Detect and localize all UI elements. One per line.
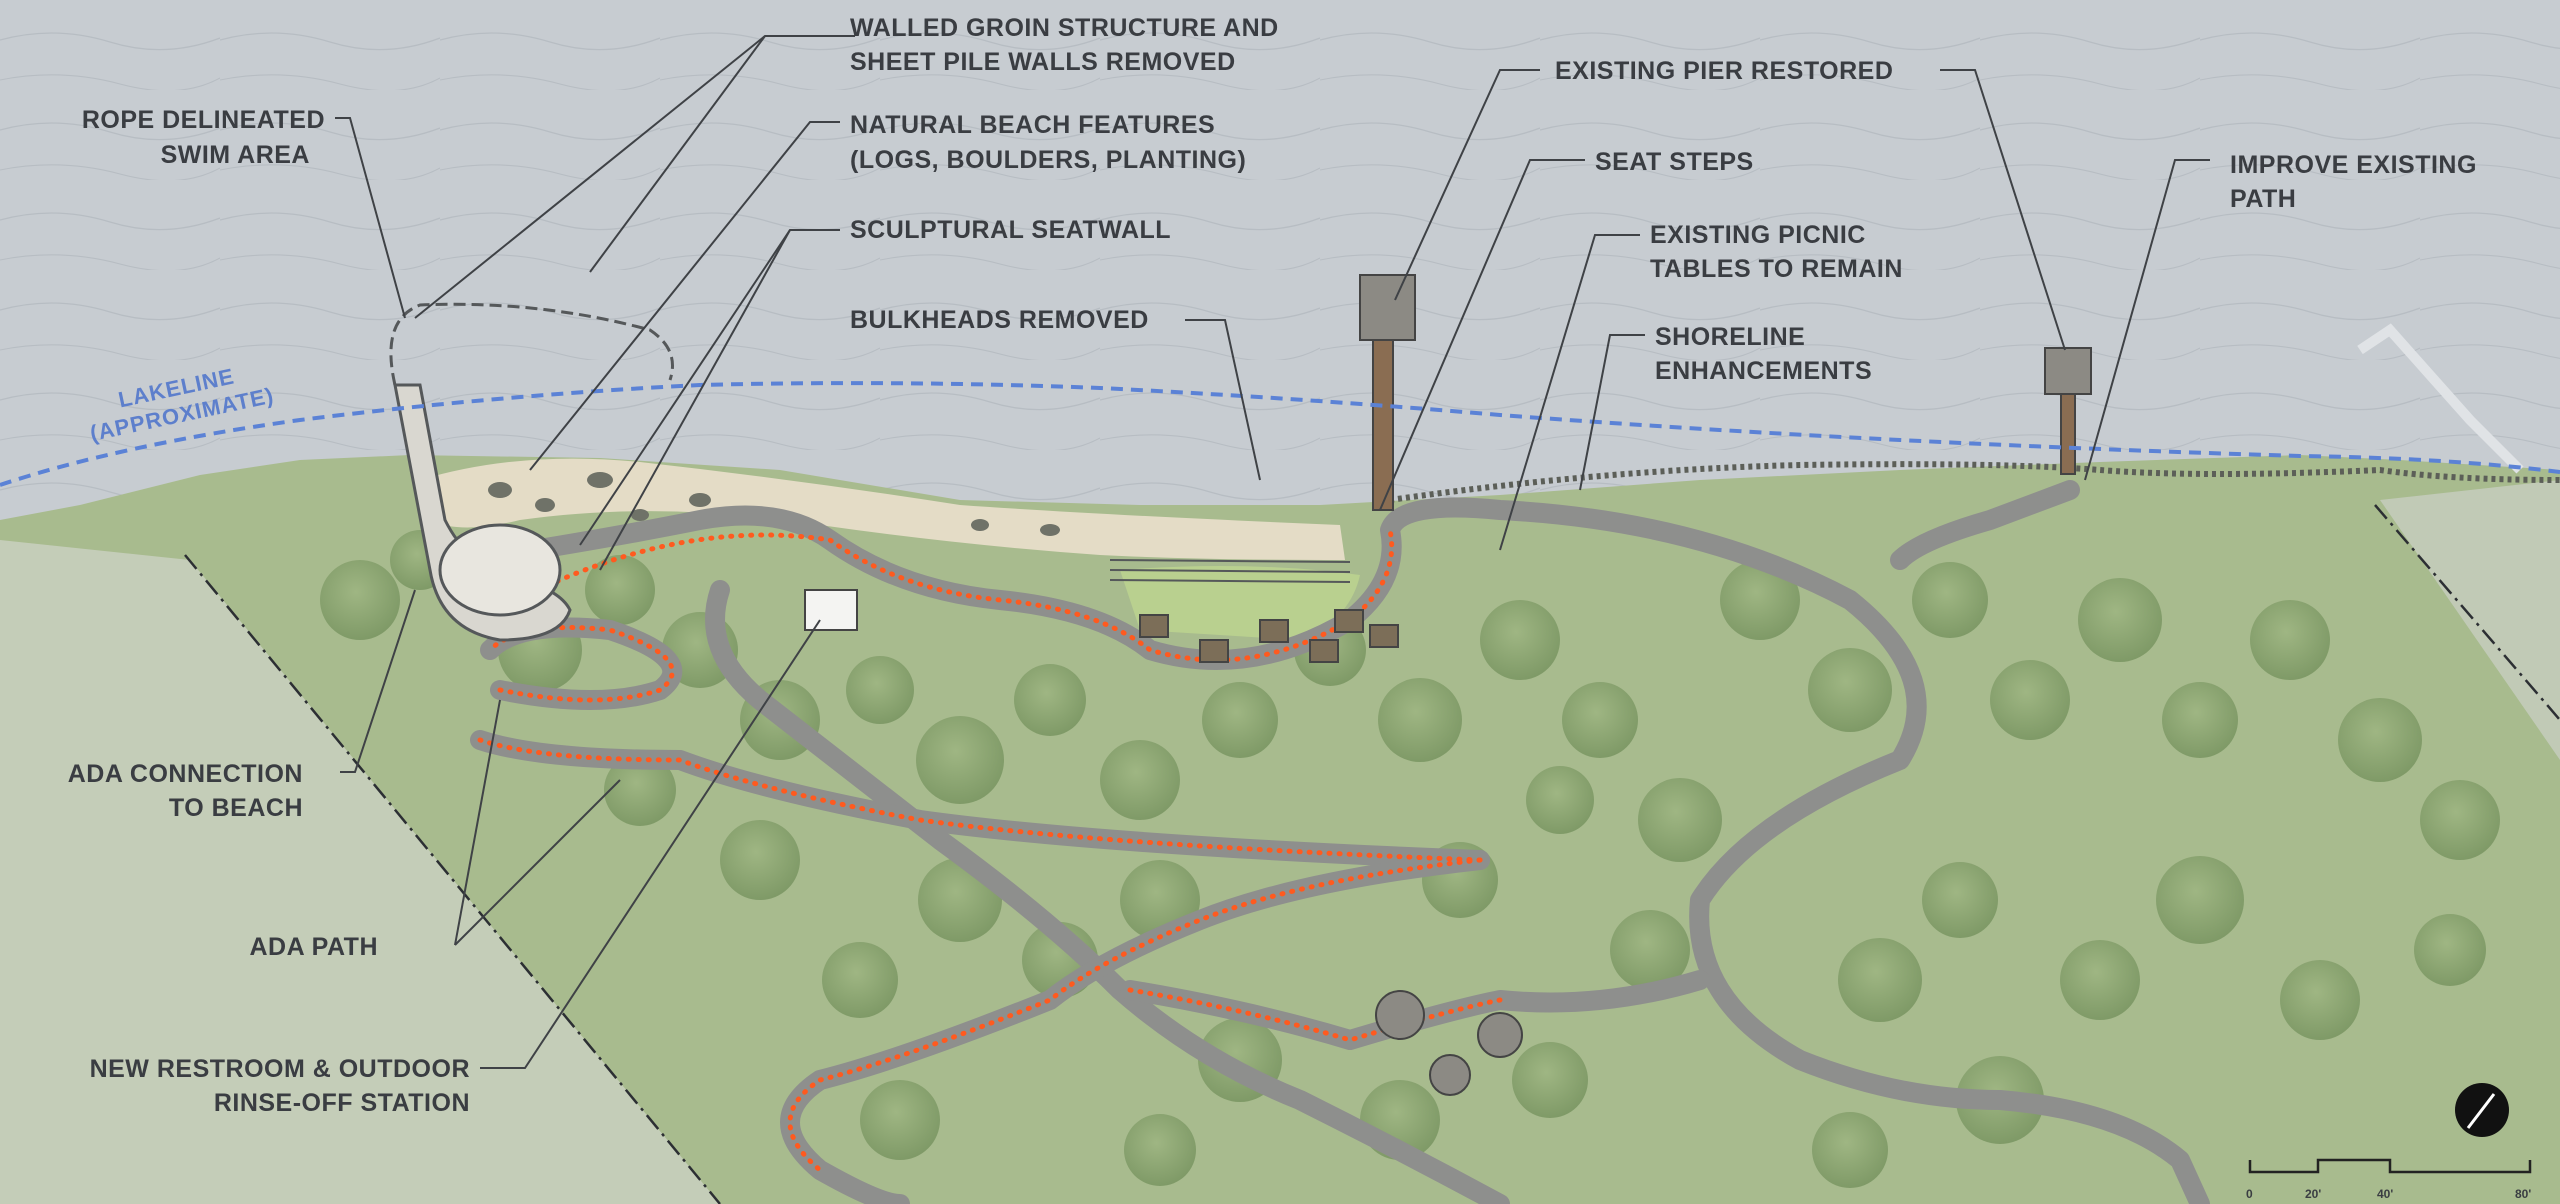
picnic-circles	[1375, 990, 1523, 1096]
callout-shoreline: SHORELINE ENHANCEMENTS	[1655, 323, 1872, 385]
callout-picnic-tables-line-1: EXISTING PICNIC	[1650, 221, 1866, 249]
callout-seat-steps-line-1: SEAT STEPS	[1595, 148, 1754, 176]
callout-sculptural-seatwall: SCULPTURAL SEATWALL	[850, 216, 1171, 244]
callout-shoreline-line-1: SHORELINE	[1655, 323, 1805, 351]
property-line-right	[2374, 504, 2560, 721]
restroom-building	[804, 589, 858, 631]
callout-restroom-line-1: NEW RESTROOM & OUTDOOR	[90, 1055, 470, 1083]
beach-area	[420, 458, 1345, 560]
scale-label-0: 0	[2246, 1187, 2253, 1201]
callout-improve-path-line-2: PATH	[2230, 185, 2296, 213]
neighbor-dock	[2357, 323, 2524, 474]
neighbor-lots-right	[2380, 480, 2560, 760]
seat-steps	[1109, 559, 1351, 583]
callout-ada-connection-line-1: ADA CONNECTION	[68, 760, 303, 788]
callout-natural-beach-line-2: (LOGS, BOULDERS, PLANTING)	[850, 146, 1246, 174]
lake-contours	[0, 0, 2560, 520]
scale-label-20: 20'	[2305, 1187, 2321, 1201]
callout-ada-path-line-1: ADA PATH	[249, 933, 378, 961]
callout-walled-groin-line-2: SHEET PILE WALLS REMOVED	[850, 48, 1236, 76]
sculptural-seatwall	[438, 523, 562, 617]
callout-rope-swim: ROPE DELINEATED SWIM AREA	[82, 106, 325, 169]
swim-area-rope	[389, 302, 674, 386]
callout-restroom: NEW RESTROOM & OUTDOOR RINSE-OFF STATION	[90, 1055, 470, 1117]
callout-rope-swim-line-1: ROPE DELINEATED	[82, 106, 325, 134]
scale-label-40: 40'	[2377, 1187, 2393, 1201]
existing-pier	[1359, 274, 1416, 511]
seat-steps-lawn	[1120, 566, 1360, 640]
callout-bulkheads-line-1: BULKHEADS REMOVED	[850, 306, 1149, 334]
leader-lines	[335, 35, 2210, 1069]
callout-restroom-line-2: RINSE-OFF STATION	[214, 1089, 470, 1117]
callout-bulkheads: BULKHEADS REMOVED	[850, 306, 1149, 334]
callout-improve-path-line-1: IMPROVE EXISTING	[2230, 151, 2477, 179]
callout-ada-path: ADA PATH	[249, 933, 378, 961]
callout-walled-groin: WALLED GROIN STRUCTURE AND SHEET PILE WA…	[850, 14, 1279, 76]
callout-seat-steps: SEAT STEPS	[1595, 148, 1754, 176]
scale-label-80: 80'	[2515, 1187, 2531, 1201]
callout-sculptural-seatwall-line-1: SCULPTURAL SEATWALL	[850, 216, 1171, 244]
callout-improve-path: IMPROVE EXISTING PATH	[2230, 151, 2477, 213]
callout-ada-connection-line-2: TO BEACH	[169, 794, 303, 822]
neighbor-lots-left	[0, 540, 720, 1204]
callout-existing-pier: EXISTING PIER RESTORED	[1555, 57, 1893, 85]
callout-existing-pier-line-1: EXISTING PIER RESTORED	[1555, 57, 1893, 85]
north-arrow-icon	[2455, 1083, 2509, 1137]
scale-bar: 0 20' 40' 80'	[2246, 1158, 2531, 1201]
callout-picnic-tables-line-2: TABLES TO REMAIN	[1650, 255, 1903, 283]
property-line-left	[184, 554, 721, 1204]
callout-natural-beach-line-1: NATURAL BEACH FEATURES	[850, 111, 1215, 139]
picnic-tables	[1139, 609, 1399, 663]
improved-pier	[2044, 347, 2092, 475]
callout-rope-swim-line-2: SWIM AREA	[161, 141, 310, 169]
callout-shoreline-line-2: ENHANCEMENTS	[1655, 357, 1872, 385]
callout-ada-connection: ADA CONNECTION TO BEACH	[68, 760, 303, 822]
lakeline	[0, 381, 2560, 487]
callout-natural-beach: NATURAL BEACH FEATURES (LOGS, BOULDERS, …	[850, 111, 1246, 174]
callout-picnic-tables: EXISTING PICNIC TABLES TO REMAIN	[1650, 221, 1903, 283]
callout-walled-groin-line-1: WALLED GROIN STRUCTURE AND	[850, 14, 1279, 42]
